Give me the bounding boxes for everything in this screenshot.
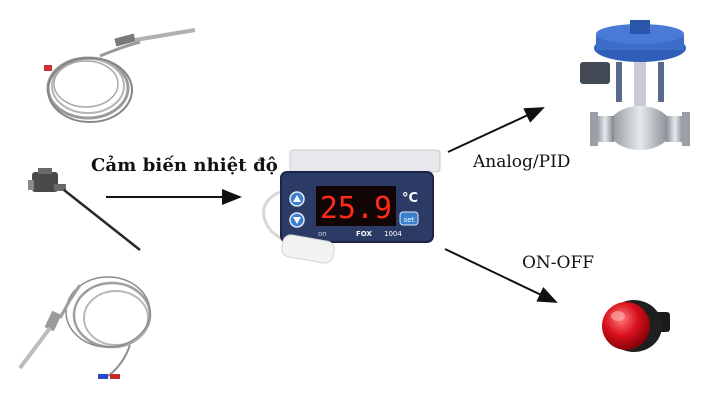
brand-label: FOX <box>356 230 372 238</box>
head-type-temperature-probe-image <box>28 168 141 251</box>
cable-thermocouple-probe-image <box>18 276 152 379</box>
controller-display-value: 25.9 <box>320 191 392 226</box>
set-button[interactable] <box>399 211 419 226</box>
model-label: 1004 <box>384 230 402 238</box>
set-button-label: set <box>404 216 415 224</box>
triangle-down-icon <box>293 217 301 224</box>
sensor-label: Cảm biến nhiệt độ <box>91 155 278 176</box>
controller-unit: °C <box>402 191 418 206</box>
indicator-label: on <box>318 230 327 238</box>
analog-pid-label: Analog/PID <box>473 152 571 172</box>
signal-lamp-image <box>602 300 670 352</box>
coiled-thermocouple-sensor-image <box>44 28 196 123</box>
controller-to-valve-arrow <box>447 107 545 153</box>
control-valve-image <box>580 20 690 150</box>
controller-to-lamp-arrow <box>444 248 558 303</box>
triangle-up-icon <box>293 195 301 202</box>
temperature-controller-image: 25.9 °C set on FOX 1004 <box>262 149 441 264</box>
on-off-label: ON-OFF <box>522 253 595 273</box>
